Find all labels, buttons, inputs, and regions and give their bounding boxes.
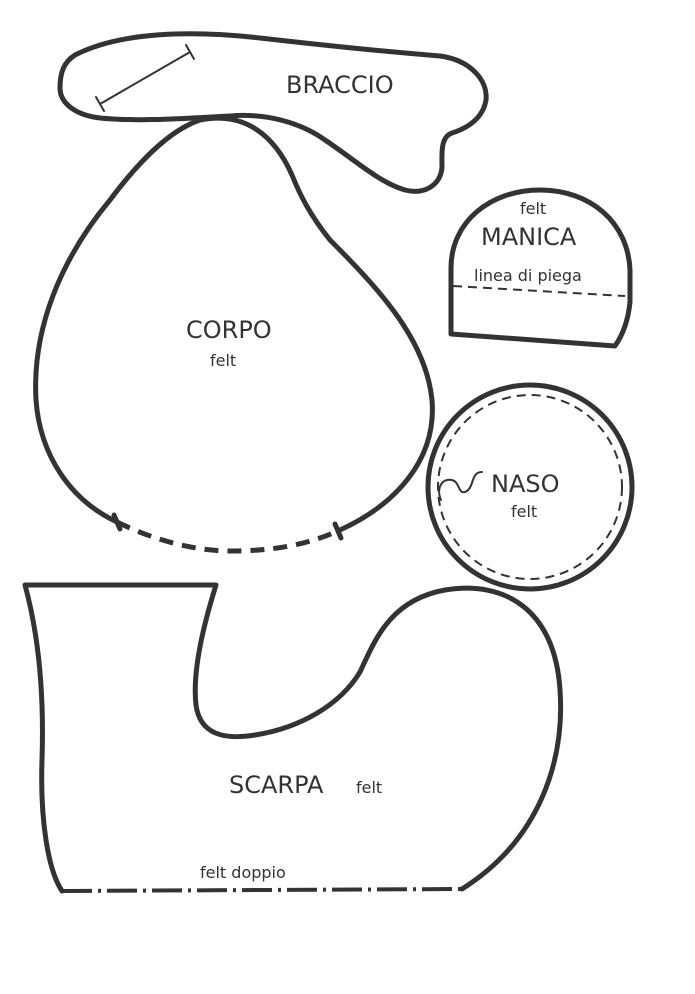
braccio-outline [57, 31, 489, 194]
piece-braccio: BRACCIO [57, 31, 489, 194]
naso-squiggle [438, 471, 483, 501]
naso-label: NASO [491, 470, 560, 498]
braccio-grainline [95, 44, 195, 112]
manica-fold-label: linea di piega [474, 266, 582, 285]
scarpa-label: SCARPA [229, 771, 324, 799]
manica-material: felt [520, 199, 546, 218]
piece-naso: NASO felt [425, 382, 635, 592]
manica-label: MANICA [481, 223, 577, 251]
piece-corpo: CORPO felt [33, 115, 435, 554]
braccio-label: BRACCIO [286, 71, 394, 99]
manica-fold-line [452, 285, 626, 297]
corpo-outline [33, 115, 435, 533]
corpo-material: felt [210, 351, 236, 370]
naso-outline [425, 382, 635, 592]
scarpa-note: felt doppio [200, 863, 286, 882]
piece-scarpa: SCARPA felt felt doppio [22, 582, 564, 894]
manica-outline [448, 187, 633, 349]
corpo-opening-dashed [115, 519, 342, 554]
corpo-notch-left [111, 512, 123, 532]
piece-manica: felt MANICA linea di piega [448, 187, 633, 349]
corpo-label: CORPO [186, 316, 272, 344]
naso-inner-dashed [437, 394, 623, 580]
scarpa-material: felt [356, 778, 382, 797]
scarpa-bottom-dashdot [61, 887, 463, 893]
corpo-notch-right [332, 521, 344, 541]
naso-material: felt [511, 502, 537, 521]
scarpa-outline [22, 582, 564, 894]
